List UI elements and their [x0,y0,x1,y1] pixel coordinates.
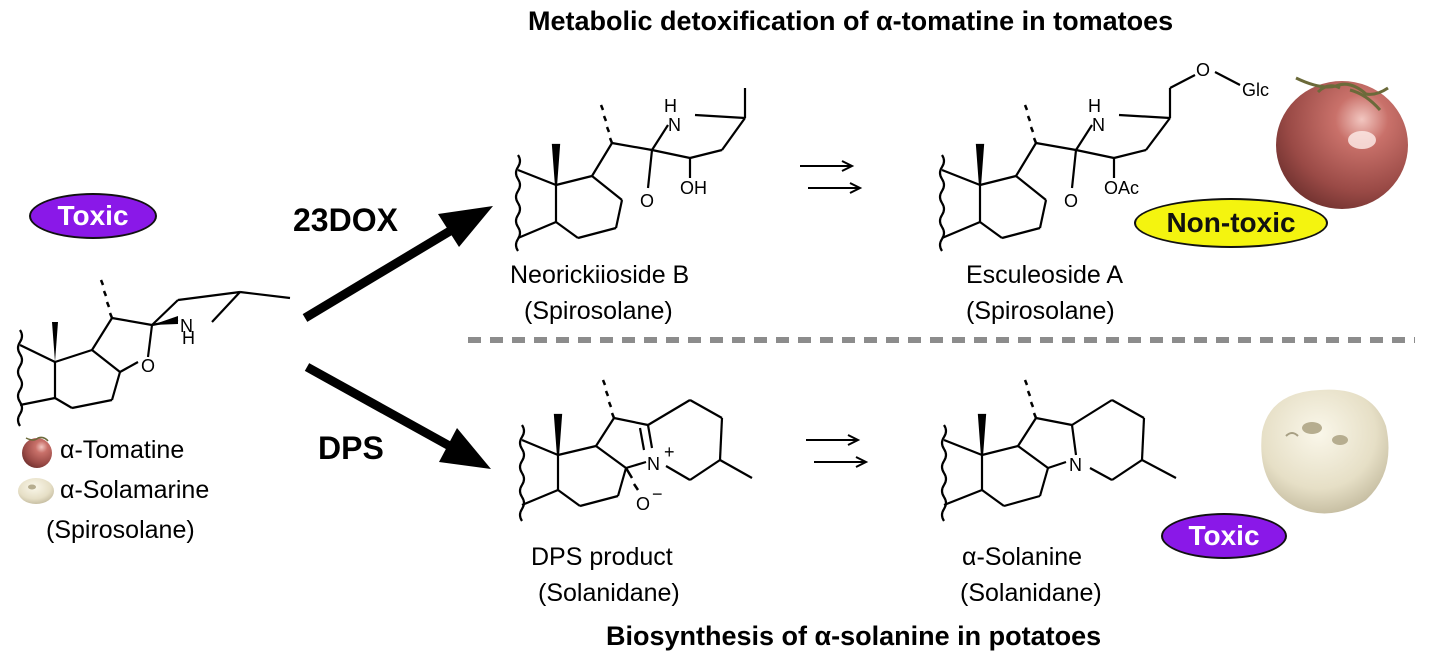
substrate-label-class: (Spirosolane) [46,516,195,544]
dps-minus-label: − [652,484,663,504]
upper-multistep-arrow [800,160,863,194]
dps-O-label: O [636,494,650,514]
neorickiioside-N-label-2: N [668,115,681,135]
nontoxic-badge-esculeoside: Non-toxic [1134,198,1328,248]
dps-product-structure [518,379,753,522]
toxic-badge-substrate: Toxic [29,193,157,239]
substrate-O-label: O [141,356,155,376]
neorickiioside-O-label: O [640,191,654,211]
neorickiioside-structure [514,88,747,252]
solanine-class: (Solanidane) [960,579,1102,607]
tomato-icon [1276,76,1408,209]
esculeoside-class: (Spirosolane) [966,297,1115,325]
potato-small-icon [18,478,54,504]
potato-icon [1261,389,1389,514]
neorickiioside-name: Neorickiioside B [510,261,690,289]
esculeoside-H-label: H [1088,96,1101,116]
solanine-N-label: N [1069,455,1082,475]
lower-multistep-arrow [806,434,869,468]
esculeoside-name: Esculeoside A [966,261,1124,289]
neorickiioside-class: (Spirosolane) [524,297,673,325]
neorickiioside-N-label: H [664,96,677,116]
esculeoside-O-glc-label: O [1196,60,1210,80]
enzyme-23dox-label: 23DOX [293,202,398,238]
top-heading: Metabolic detoxification of α-tomatine i… [528,6,1174,36]
esculeoside-O-label: O [1064,191,1078,211]
solanine-structure [940,379,1177,522]
enzyme-dps-label: DPS [318,430,384,466]
tomato-small-icon [22,436,52,468]
substrate-label-tomatine: α-Tomatine [60,436,185,464]
esculeoside-N-label: N [1092,115,1105,135]
esculeoside-structure [938,71,1241,252]
neorickiioside-OH-label: OH [680,178,707,198]
esculeoside-OAc-label: OAc [1104,178,1139,198]
upper-reaction-arrow [302,206,493,322]
dps-plus-label: + [664,442,675,462]
esculeoside-Glc-label: Glc [1242,80,1269,100]
dps-product-name: DPS product [531,543,673,571]
substrate-H-label: H [182,328,195,348]
solanine-name: α-Solanine [962,543,1083,571]
substrate-N-label: N [180,316,193,336]
substrate-structure [16,279,291,427]
bottom-heading: Biosynthesis of α-solanine in potatoes [606,621,1102,651]
toxic-badge-solanine: Toxic [1161,513,1287,559]
dps-product-class: (Solanidane) [538,579,680,607]
dps-N-label: N [647,454,660,474]
substrate-label-solamarine: α-Solamarine [60,476,210,504]
lower-reaction-arrow [304,363,491,469]
